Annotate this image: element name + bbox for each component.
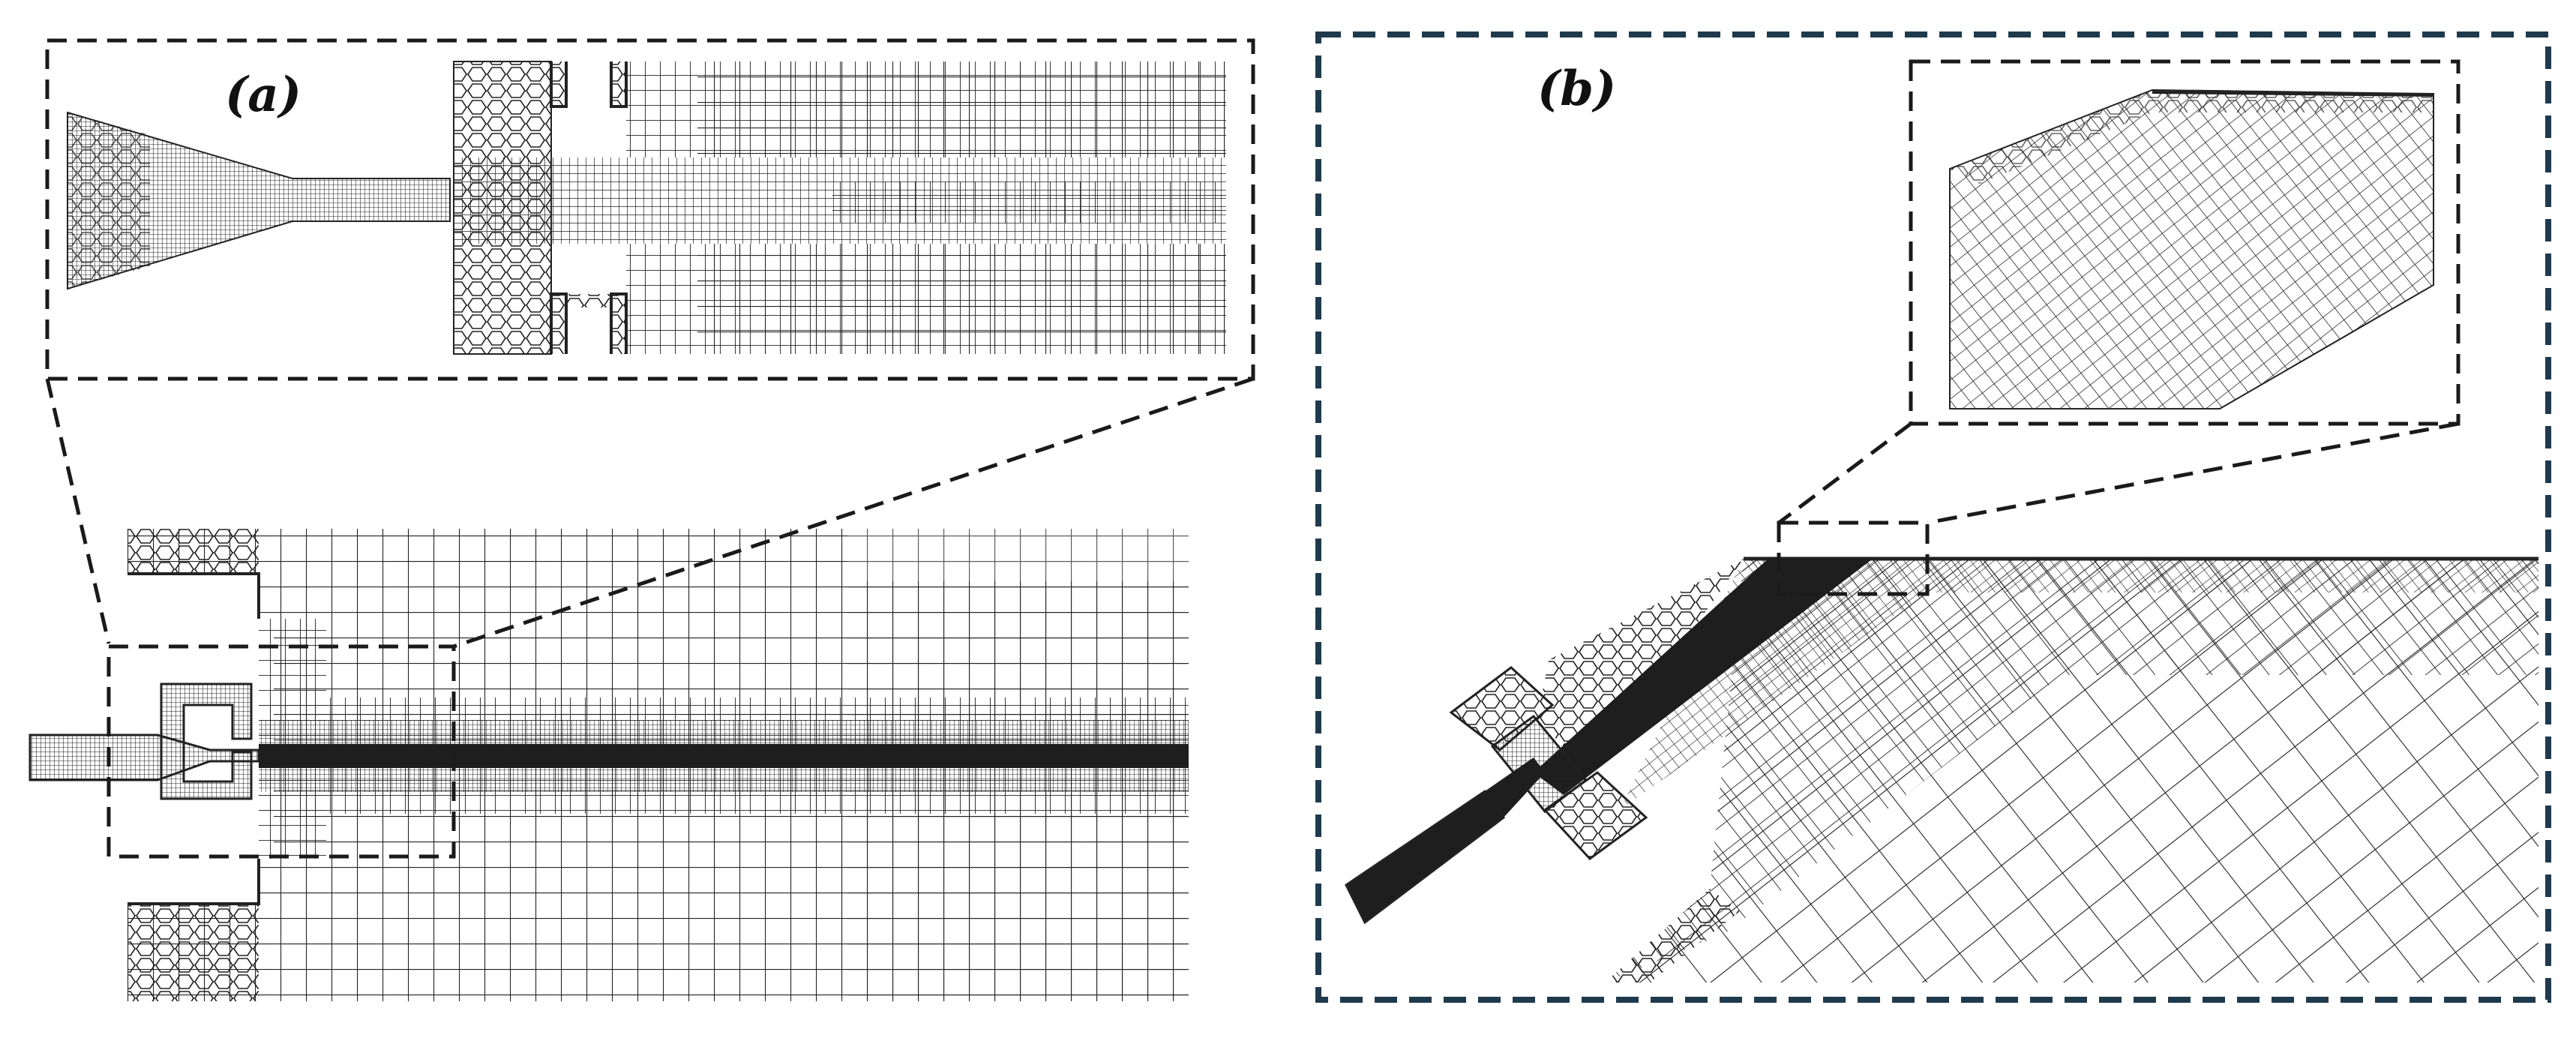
panel-b-inset-mesh bbox=[1949, 88, 2434, 410]
panel-b-zoom-line-left bbox=[1777, 422, 1912, 524]
panel-a-label: (a) bbox=[225, 67, 301, 123]
panel-b: (b) bbox=[1315, 32, 2551, 1003]
panel-a: (a) bbox=[28, 38, 1255, 1001]
panel-b-frame bbox=[1315, 32, 2551, 1003]
panel-b-inset-frame bbox=[1909, 59, 2461, 426]
panel-a-main-mesh bbox=[28, 529, 1189, 1001]
panel-b-zoom-line-right bbox=[1927, 422, 2459, 525]
panel-b-zoom-region bbox=[1777, 520, 1930, 596]
panel-b-label: (b) bbox=[1537, 61, 1616, 117]
panel-a-inset-frame bbox=[45, 38, 1255, 381]
panel-a-zoom-region bbox=[106, 644, 456, 859]
panel-a-inset-mesh bbox=[67, 61, 1226, 355]
panel-b-main-mesh bbox=[1345, 556, 2539, 982]
panel-b-nozzle bbox=[1345, 666, 1648, 925]
panel-a-zoom-line-left bbox=[45, 378, 111, 644]
